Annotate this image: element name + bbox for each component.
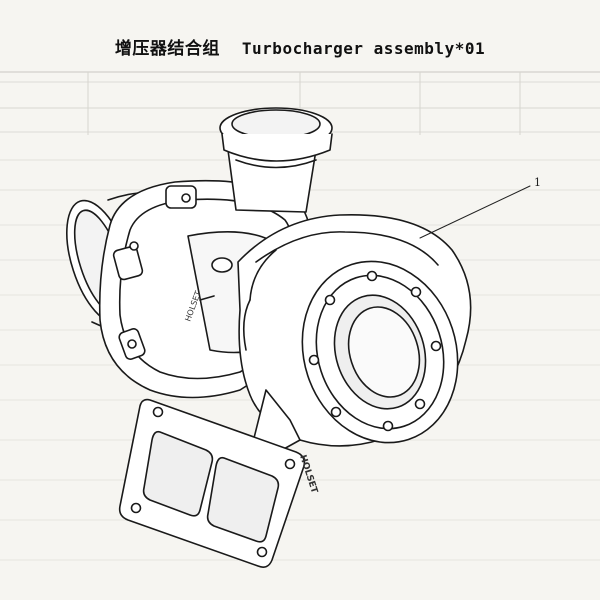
turbine-outlet-flange	[301, 260, 459, 444]
page-title: 增压器结合组 Turbocharger assembly*01	[0, 34, 600, 59]
turbine-inlet-flange: HOLSET	[118, 389, 319, 568]
title-chinese: 增压器结合组	[114, 39, 220, 59]
compressor-outlet	[219, 107, 333, 213]
title-english: Turbocharger assembly*01	[241, 39, 486, 58]
callout-number-1: 1	[534, 176, 541, 189]
callout-leader-1	[419, 185, 531, 239]
